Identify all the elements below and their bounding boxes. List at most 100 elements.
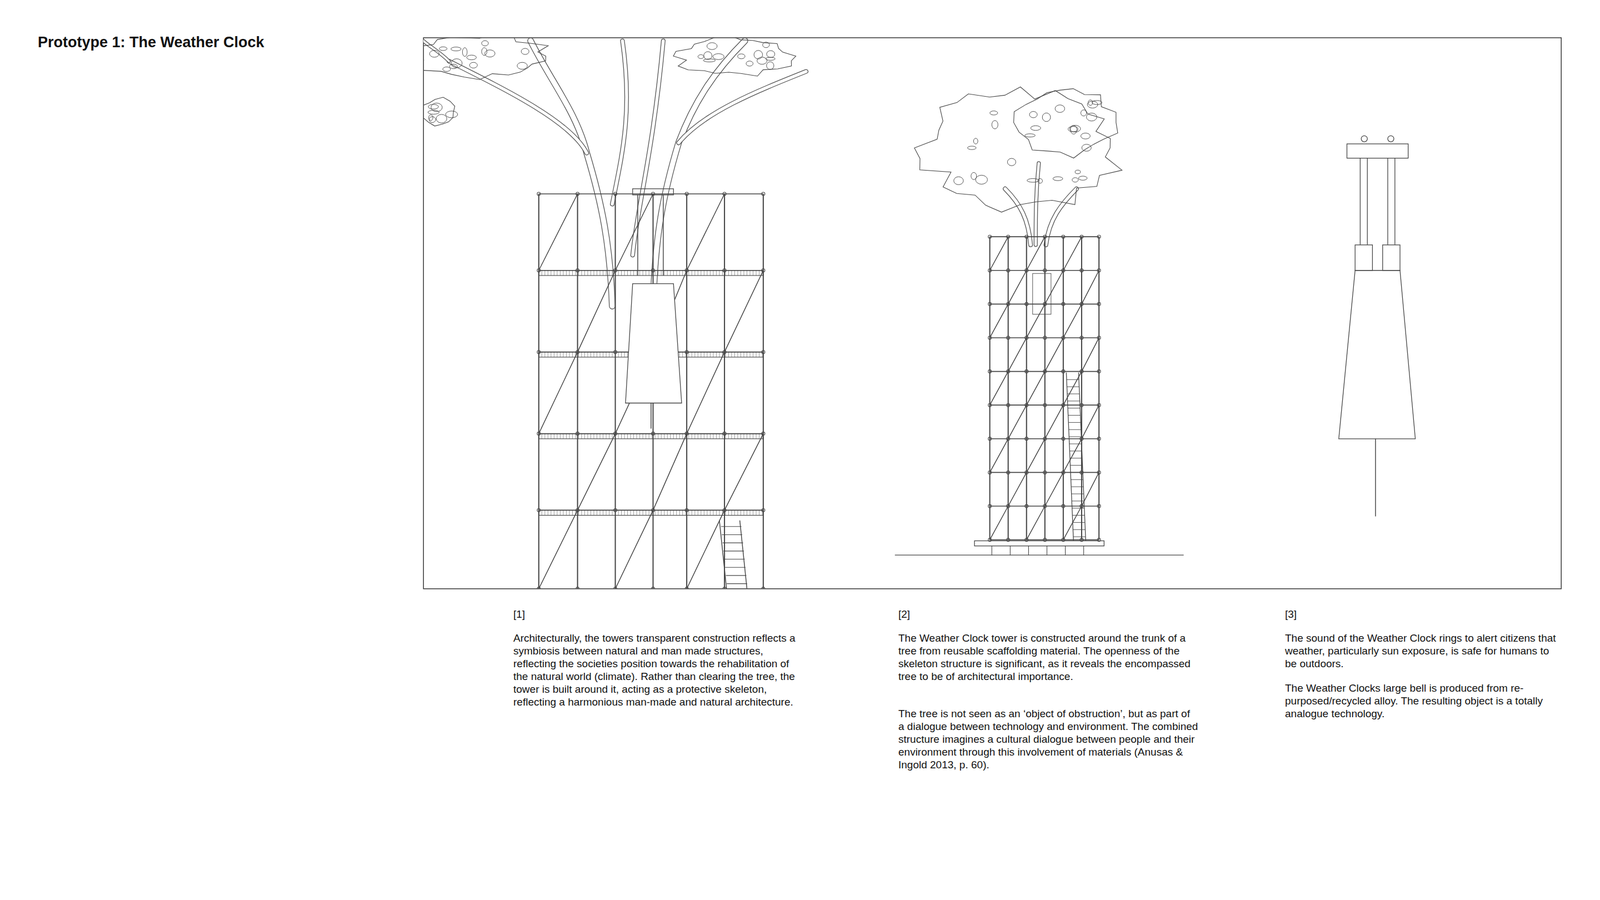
scaffold-board [538, 433, 764, 439]
board-hatch [578, 352, 579, 358]
base-jack [991, 546, 993, 556]
leaf-cluster [766, 50, 775, 58]
ladder-rung [1068, 436, 1082, 438]
leaf-cluster [712, 53, 724, 60]
board-hatch [590, 352, 592, 358]
board-hatch [712, 510, 714, 515]
leaf-cluster [481, 47, 488, 56]
board-hatch [758, 510, 760, 515]
board-hatch [572, 352, 573, 358]
board-hatch [627, 270, 628, 276]
leaf-cluster [1091, 100, 1102, 105]
board-hatch [550, 270, 552, 276]
scaffold-coupler [1097, 302, 1101, 306]
board-hatch [556, 433, 558, 439]
board-hatch [568, 433, 570, 439]
board-hatch [655, 433, 656, 439]
board-hatch [676, 433, 677, 439]
scaffold-standard [1062, 236, 1064, 540]
leaf-cluster [521, 48, 529, 55]
board-hatch [703, 352, 705, 358]
board-hatch [710, 270, 711, 276]
scaffold-brace [1045, 405, 1064, 439]
board-hatch [541, 433, 543, 439]
scaffold-coupler [988, 302, 992, 306]
ladder-rung [1071, 486, 1084, 488]
ladder-rung [722, 542, 744, 544]
board-hatch [618, 352, 619, 358]
board-hatch [725, 510, 726, 515]
tree-branch [448, 61, 587, 153]
ladder-rung [1072, 529, 1085, 530]
scaffold-coupler [1097, 235, 1101, 239]
bell [625, 283, 682, 404]
board-hatch [544, 510, 545, 515]
leaf-cluster [1042, 112, 1051, 122]
scaffold-coupler [651, 587, 655, 589]
drawing-line [1387, 158, 1388, 245]
leaf-cluster [1007, 158, 1016, 166]
tree-branch [632, 40, 664, 255]
board-hatch [584, 510, 585, 515]
scaffold-brace [1081, 270, 1099, 305]
board-hatch [712, 270, 714, 276]
board-hatch [618, 270, 619, 276]
scaffold-brace [1045, 472, 1064, 507]
board-hatch [700, 510, 702, 515]
scaffold-brace [1008, 270, 1027, 305]
scaffold-brace [724, 433, 764, 511]
callout-number: [1] [513, 607, 580, 621]
board-hatch [550, 352, 552, 358]
leaf-cluster [1055, 105, 1065, 113]
board-hatch [575, 433, 576, 439]
board-hatch [688, 352, 689, 358]
scaffold-standard [723, 193, 725, 589]
board-hatch [743, 270, 744, 276]
board-hatch [618, 510, 619, 515]
board-hatch [568, 510, 570, 515]
leaf-cluster [466, 55, 477, 60]
tree-branch [423, 40, 449, 62]
board-hatch [581, 510, 582, 515]
board-hatch [556, 352, 558, 358]
leaf-cluster [1072, 177, 1079, 183]
board-hatch [615, 510, 616, 515]
board-hatch [737, 510, 738, 515]
scaffold-coupler [761, 192, 765, 196]
ladder-rung [1067, 407, 1080, 409]
board-hatch [682, 433, 683, 439]
scaffold-coupler [1006, 470, 1010, 474]
board-hatch [691, 510, 693, 515]
scaffold-standard [1081, 236, 1083, 540]
bell-rod [662, 195, 664, 276]
scaffold-coupler [988, 437, 992, 441]
scaffold-brace [538, 352, 578, 434]
board-hatch [633, 510, 634, 515]
board-hatch [560, 433, 561, 439]
board-hatch [697, 270, 699, 276]
board-hatch [663, 510, 665, 515]
leaf-cluster [1037, 178, 1043, 183]
scaffold-coupler [988, 504, 992, 508]
ladder-rung [724, 558, 745, 560]
board-hatch [538, 352, 539, 358]
leaf-cluster [436, 114, 447, 123]
leaf-cluster [991, 120, 998, 129]
leaf-cluster [1081, 144, 1092, 152]
board-hatch [556, 270, 558, 276]
board-hatch [553, 433, 555, 439]
board-hatch [762, 352, 763, 358]
board-hatch [560, 510, 561, 515]
board-hatch [562, 510, 564, 515]
tree-branch [612, 40, 627, 204]
leaf-cluster [1070, 125, 1078, 134]
board-hatch [568, 270, 570, 276]
scaffold-brace [990, 438, 1009, 473]
board-hatch [746, 433, 748, 439]
board-hatch [636, 510, 638, 515]
tree-branch [678, 71, 807, 144]
board-hatch [756, 510, 757, 515]
scaffold-standard [1044, 236, 1046, 540]
board-hatch [685, 510, 687, 515]
